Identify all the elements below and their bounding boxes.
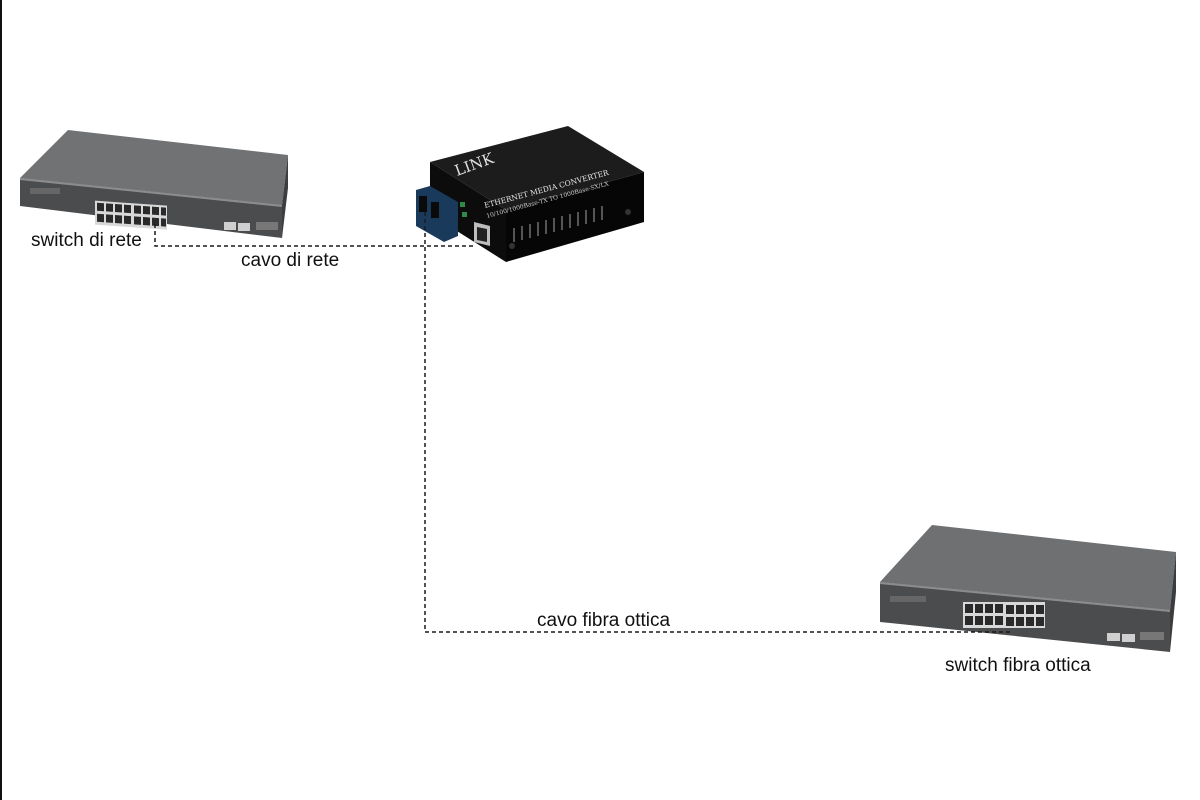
label-switch-fiber: switch fibra ottica xyxy=(945,655,1091,676)
sfp-ports xyxy=(1107,633,1135,642)
ethernet-ports xyxy=(95,200,167,230)
fiber-switch-right xyxy=(880,525,1176,652)
label-cable-fiber: cavo fibra ottica xyxy=(537,610,671,631)
fiber-connector xyxy=(416,186,467,242)
network-cable xyxy=(154,224,474,247)
label-switch-network: switch di rete xyxy=(31,230,142,251)
rj45-port xyxy=(474,222,490,246)
left-border xyxy=(0,0,2,800)
label-cable-network: cavo di rete xyxy=(241,250,340,271)
fiber-cable xyxy=(424,212,1012,633)
vent-slots xyxy=(513,206,603,242)
network-switch-left xyxy=(20,130,288,238)
ethernet-ports xyxy=(963,602,1045,628)
sfp-ports xyxy=(224,222,250,231)
media-converter: LINK ETHERNET MEDIA CONVERTER 10/100/100… xyxy=(416,126,644,262)
